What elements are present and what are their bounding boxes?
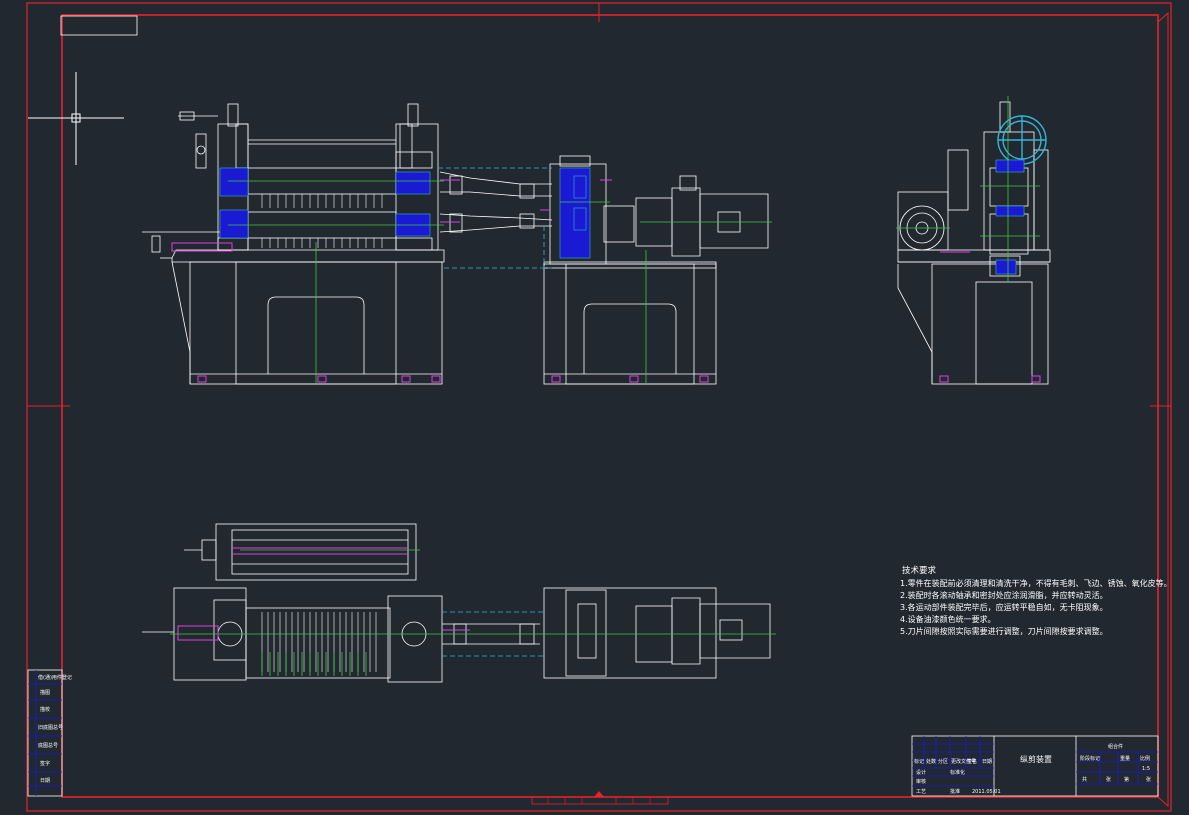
side-registration-column: 借(通)用件登记 描图 描校 旧底图总号 底图总号 签字 日期 xyxy=(27,669,72,797)
sheet-label: 第 xyxy=(1124,776,1129,783)
front-elevation-view xyxy=(142,103,769,385)
front-blue-components xyxy=(219,167,591,259)
revision-label: 签名 xyxy=(967,758,977,765)
role-label: 设计 xyxy=(916,769,926,776)
notes-title: 技术要求 xyxy=(902,565,937,576)
side-label: 描图 xyxy=(40,689,50,696)
notes-line: 5.刀片间隙按照实际需要进行调整，刀片间隙按要求调整。 xyxy=(900,626,1108,636)
side-label: 描校 xyxy=(40,706,50,713)
front-magenta-lines xyxy=(171,179,709,383)
date-value: 2011.05.01 xyxy=(972,789,1001,795)
revision-label: 日期 xyxy=(982,759,992,765)
plan-view-magenta xyxy=(177,547,470,641)
role-label: 工艺 xyxy=(916,789,926,795)
sheet-label: 张 xyxy=(1106,776,1111,783)
revision-label: 处数 xyxy=(926,758,936,765)
revision-label: 分区 xyxy=(938,758,948,765)
side-view-magenta xyxy=(939,251,1041,383)
role-label: 批准 xyxy=(950,788,960,795)
scale-value: 1:5 xyxy=(1142,766,1150,772)
side-label: 借(通)用件登记 xyxy=(38,674,72,681)
plan-view-knife-discs xyxy=(261,612,377,672)
front-hidden-lines xyxy=(438,167,552,269)
notes-line: 4.设备油漆颜色统一要求。 xyxy=(900,614,996,624)
revision-label: 更改文件号 xyxy=(951,758,976,765)
right-label: 阶段标记 xyxy=(1080,755,1100,762)
side-label: 底图总号 xyxy=(38,742,58,749)
revision-label: 标记 xyxy=(914,758,924,765)
side-view xyxy=(897,101,1051,385)
notes-line: 1.零件在装配前必须清理和清洗干净，不得有毛刺、飞边、锈蚀、氧化皮等。 xyxy=(900,578,1172,588)
side-view-blue-components xyxy=(995,159,1025,275)
role-label: 审核 xyxy=(916,778,926,785)
notes-line: 3.各运动部件装配完毕后，应运转平稳自如，无卡阻现象。 xyxy=(900,602,1108,612)
notes-line: 2.装配时各滚动轴承和密封处应涂润滑脂，并应转动灵活。 xyxy=(900,590,1108,600)
sheet-label: 共 xyxy=(1082,776,1087,783)
front-centerlines xyxy=(228,180,772,384)
technical-notes: 技术要求 1.零件在装配前必须清理和清洗干净，不得有毛刺、飞边、锈蚀、氧化皮等。… xyxy=(900,565,1172,636)
title-block: 纵剪装置 组合件 标记 处数 分区 更改文件号 签名 日期 设计 标准化 审核 … xyxy=(911,735,1159,797)
right-label: 重量 xyxy=(1120,755,1130,762)
drawing-name: 纵剪装置 xyxy=(1020,754,1052,764)
sheet-label: 张 xyxy=(1146,776,1151,783)
side-label: 旧底图总号 xyxy=(38,724,63,731)
role-label: 标准化 xyxy=(950,769,965,776)
side-view-cyan-handwheel-icon xyxy=(997,115,1047,165)
side-label: 签字 xyxy=(40,760,50,767)
right-label: 比例 xyxy=(1140,755,1150,762)
plan-view-green xyxy=(170,549,776,676)
side-label: 日期 xyxy=(40,778,50,784)
crosshair-cursor-icon xyxy=(28,72,124,165)
sheet-borders xyxy=(26,2,1172,812)
plan-view-hidden xyxy=(442,611,544,657)
material-label: 组合件 xyxy=(1108,743,1123,750)
side-view-centerlines xyxy=(896,96,1040,282)
